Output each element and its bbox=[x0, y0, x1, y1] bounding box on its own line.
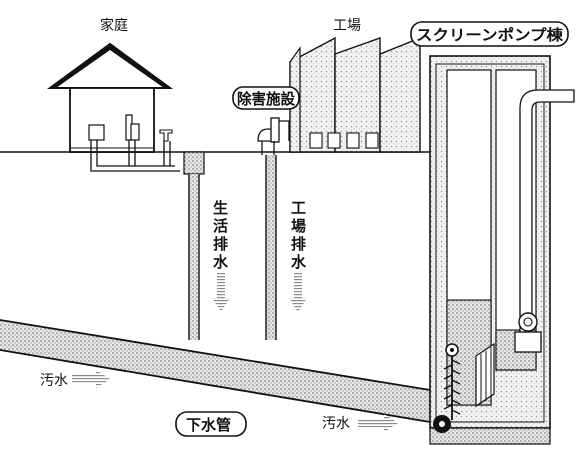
home-label: 家庭 bbox=[100, 17, 128, 34]
sewage-right-label: 汚水 bbox=[322, 416, 350, 432]
sewage-left-label: 汚水 bbox=[40, 373, 68, 389]
domestic-drain-pipe bbox=[188, 174, 200, 340]
factory-drain-pipe bbox=[265, 155, 277, 340]
factory-drain-char-1: 工 bbox=[291, 199, 306, 217]
domestic-drain-char-2: 活 bbox=[213, 217, 228, 235]
domestic-drain-char-4: 水 bbox=[213, 253, 229, 271]
house bbox=[46, 42, 174, 153]
domestic-drain-char-1: 生 bbox=[213, 199, 228, 217]
house-inspection-box bbox=[183, 151, 205, 175]
abatement-label: 除害施設 bbox=[237, 90, 296, 108]
factory bbox=[289, 36, 421, 153]
factory-label: 工場 bbox=[333, 18, 361, 34]
house-drain-pipes bbox=[90, 140, 180, 172]
sewer-pipe-label: 下水管 bbox=[186, 416, 231, 434]
sewage-right-arrow bbox=[358, 414, 398, 432]
factory-drain-arrow bbox=[289, 272, 307, 312]
main-sewer-pipe bbox=[0, 319, 431, 423]
factory-drain-char-4: 水 bbox=[291, 253, 307, 271]
abatement-label-frame bbox=[232, 86, 300, 110]
factory-drain-char-3: 排 bbox=[291, 235, 306, 253]
screen-pump-label-frame bbox=[410, 21, 569, 47]
abatement-device bbox=[257, 117, 290, 155]
pump-building bbox=[429, 55, 575, 445]
sewer-pipe-label-frame bbox=[175, 411, 247, 437]
factory-drain-char-2: 場 bbox=[291, 217, 306, 235]
sewage-left-arrow bbox=[72, 370, 110, 388]
domestic-drain-arrow bbox=[212, 272, 230, 312]
domestic-drain-char-3: 排 bbox=[213, 235, 228, 253]
screen-pump-label: スクリーンポンプ棟 bbox=[416, 26, 564, 44]
